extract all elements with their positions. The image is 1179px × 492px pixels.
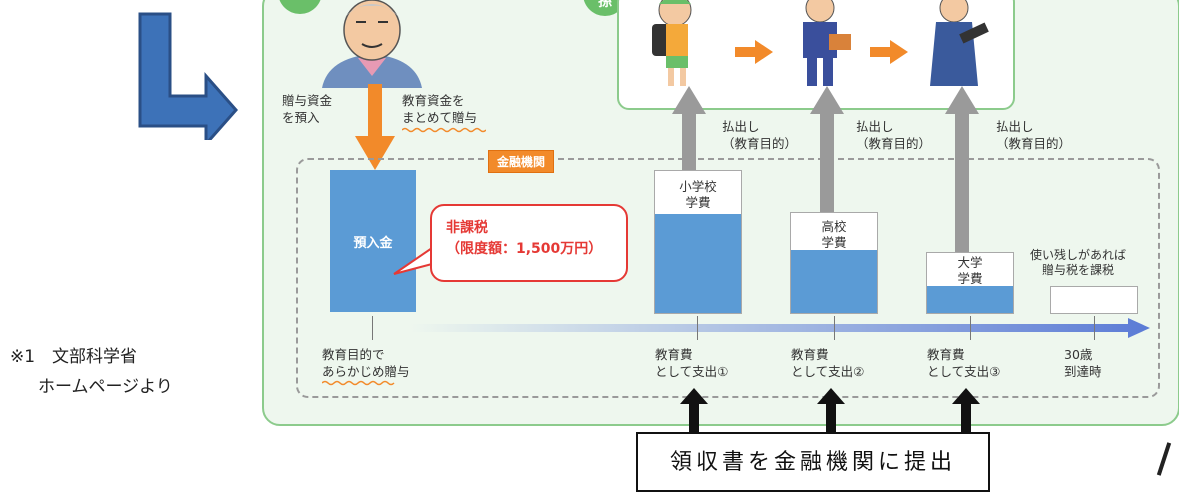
partial-stroke xyxy=(1156,442,1172,476)
highschool-label: 高校学費 xyxy=(821,219,847,250)
black-up-arrow-icon xyxy=(952,388,980,436)
grandparent-illustration xyxy=(322,0,422,88)
timeline-label-2: 教育費として支出② xyxy=(791,347,865,379)
withdrawal-label-1: 払出し（教育目的） xyxy=(722,119,798,151)
deposit-funds-label: 贈与資金を預入 xyxy=(282,93,333,125)
child-illustration xyxy=(652,0,692,86)
black-up-arrow-icon xyxy=(680,388,708,436)
down-right-arrow-icon xyxy=(138,12,239,140)
orange-right-arrow-icon xyxy=(735,40,773,64)
timeline-arrow xyxy=(410,318,1150,338)
tax-free-limit: （限度額：1,500万円） xyxy=(446,241,603,257)
graduate-illustration xyxy=(930,0,989,86)
submit-receipt-box: 領収書を金融機関に提出 xyxy=(636,432,990,492)
tick xyxy=(372,316,373,340)
tick xyxy=(970,316,971,340)
badge-text: 孫 xyxy=(598,0,612,10)
wavy-underline xyxy=(402,127,486,133)
gray-up-arrow-icon xyxy=(945,86,979,254)
financial-institution-label: 金融機関 xyxy=(488,150,555,173)
tick xyxy=(1094,316,1095,340)
bubble-pointer xyxy=(393,247,433,275)
financial-institution-area xyxy=(296,158,1160,398)
black-up-arrow-icon xyxy=(817,388,845,436)
timeline-label-30: 30歳到達時 xyxy=(1064,347,1102,379)
tick xyxy=(834,316,835,340)
lump-sum-gift-label: 教育資金をまとめて贈与 xyxy=(402,93,478,125)
leftover-box xyxy=(1050,286,1138,314)
timeline-label-1: 教育費として支出① xyxy=(655,347,729,379)
university-label: 大学学費 xyxy=(957,255,983,286)
orange-right-arrow-icon xyxy=(870,40,908,64)
submit-receipt-text: 領収書を金融機関に提出 xyxy=(669,450,956,475)
elementary-bar xyxy=(655,214,741,313)
orange-down-arrow-icon xyxy=(355,84,395,170)
footnote: ※1 文部科学省 ホームページより xyxy=(10,347,173,397)
timeline-label-3: 教育費として支出③ xyxy=(927,347,1001,379)
leftover-label: 使い残しがあれば贈与税を課税 xyxy=(1030,248,1127,277)
university-bar xyxy=(927,286,1013,313)
withdrawal-label-3: 払出し（教育目的） xyxy=(996,119,1072,151)
giver-badge xyxy=(278,0,322,14)
tax-free-title: 非課税 xyxy=(446,220,488,236)
gray-up-arrow-icon xyxy=(672,86,706,172)
deposit-bar xyxy=(330,170,416,312)
gray-up-arrow-icon xyxy=(810,86,844,214)
withdrawal-label-2: 払出し（教育目的） xyxy=(856,119,932,151)
student-illustration xyxy=(803,0,851,86)
deposit-label: 預入金 xyxy=(353,236,393,251)
elementary-label: 小学校学費 xyxy=(679,179,717,210)
wavy-underline xyxy=(322,380,395,386)
tick xyxy=(697,316,698,340)
timeline-label-gift: 教育目的であらかじめ贈与 xyxy=(322,347,410,379)
tax-free-callout: 非課税 （限度額：1,500万円） xyxy=(430,204,628,282)
grandchild-badge: 孫 xyxy=(583,0,627,16)
highschool-bar xyxy=(791,250,877,313)
